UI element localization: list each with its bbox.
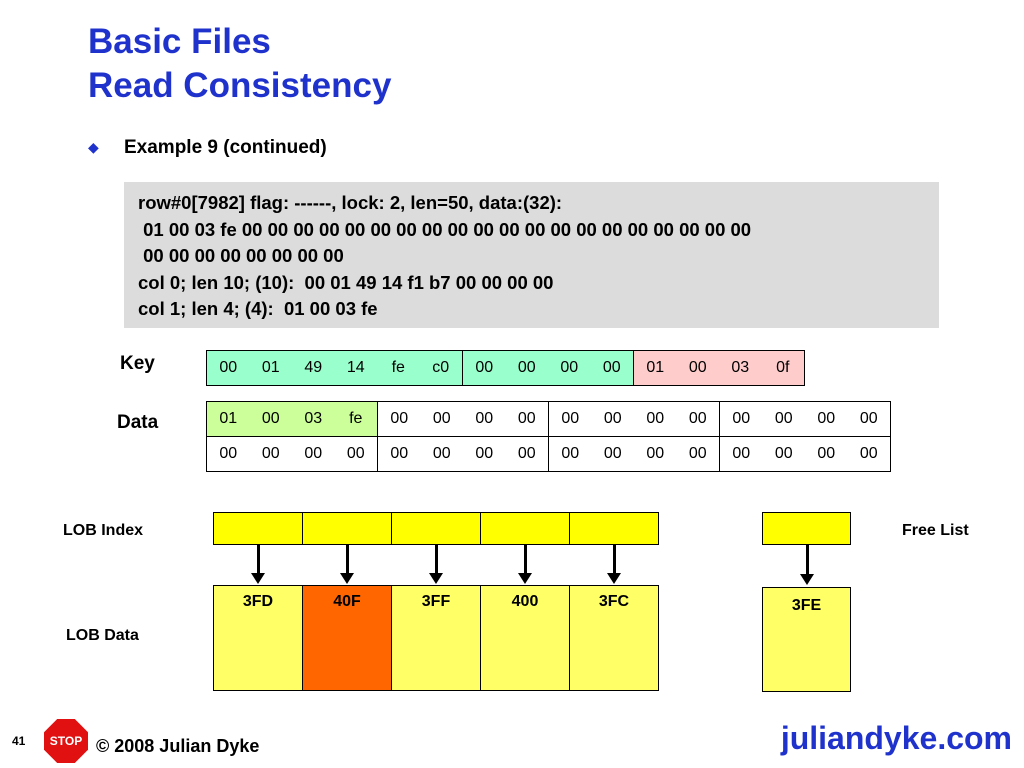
byte-cell: 01 xyxy=(249,350,292,386)
byte-cell: fe xyxy=(377,350,420,386)
byte-cell: 00 xyxy=(505,436,549,472)
byte-cell: 00 xyxy=(249,436,292,472)
byte-cell: 00 xyxy=(206,436,250,472)
stop-sign-icon[interactable]: STOP xyxy=(44,719,88,763)
byte-cell: 00 xyxy=(590,350,634,386)
lob-index-slot xyxy=(302,512,392,545)
free-list-block: 3FE xyxy=(762,587,851,692)
byte-cell: 01 xyxy=(633,350,677,386)
block-dump: row#0[7982] flag: ------, lock: 2, len=5… xyxy=(124,182,939,328)
lob-index-slot xyxy=(213,512,303,545)
lob-index-slot xyxy=(569,512,659,545)
byte-cell: 00 xyxy=(676,436,720,472)
byte-cell: 00 xyxy=(762,436,805,472)
byte-cell: 00 xyxy=(505,401,549,437)
byte-cell: 00 xyxy=(847,401,891,437)
down-arrow-icon xyxy=(428,545,443,584)
byte-cell: 00 xyxy=(634,401,677,437)
byte-cell: 03 xyxy=(292,401,335,437)
byte-cell: 00 xyxy=(292,436,335,472)
byte-cell: 00 xyxy=(548,401,592,437)
byte-cell: 00 xyxy=(505,350,548,386)
byte-cell: 00 xyxy=(805,401,848,437)
byte-cell: 49 xyxy=(292,350,335,386)
stop-label: STOP xyxy=(49,734,83,748)
byte-cell: 00 xyxy=(420,436,463,472)
lob-data-block: 3FF xyxy=(391,585,481,691)
byte-cell: 00 xyxy=(462,350,506,386)
byte-cell: 00 xyxy=(591,401,634,437)
down-arrow-icon xyxy=(799,545,814,585)
lob-data-label: LOB Data xyxy=(66,627,139,644)
copyright: © 2008 Julian Dyke xyxy=(96,736,260,756)
free-list-slot xyxy=(762,512,851,545)
dump-line: col 0; len 10; (10): 00 01 49 14 f1 b7 0… xyxy=(138,271,554,293)
key-label: Key xyxy=(120,353,155,374)
byte-cell: 00 xyxy=(719,401,763,437)
byte-cell: 00 xyxy=(249,401,292,437)
byte-cell: 00 xyxy=(762,401,805,437)
page-number: 41 xyxy=(12,734,26,748)
dump-line: col 1; len 4; (4): 01 00 03 fe xyxy=(138,298,378,319)
byte-cell: 00 xyxy=(377,436,421,472)
byte-cell: 00 xyxy=(676,350,719,386)
byte-cell: 00 xyxy=(548,350,591,386)
byte-cell: 00 xyxy=(847,436,891,472)
byte-cell: 00 xyxy=(377,401,421,437)
byte-cell: fe xyxy=(334,401,378,437)
diamond-bullet-icon: ◆ xyxy=(88,139,99,155)
down-arrow-icon xyxy=(606,545,621,584)
lob-index-slot xyxy=(480,512,570,545)
lob-data-block: 3FC xyxy=(569,585,659,691)
data-label: Data xyxy=(117,412,159,433)
dump-line: 01 00 03 fe 00 00 00 00 00 00 00 00 00 0… xyxy=(138,218,752,240)
down-arrow-icon xyxy=(517,545,532,584)
byte-cell: 00 xyxy=(634,436,677,472)
byte-cell: 00 xyxy=(334,436,378,472)
byte-cell: 00 xyxy=(206,350,250,386)
website: juliandyke.com xyxy=(780,720,1012,756)
byte-cell: 00 xyxy=(463,401,506,437)
free-list-label: Free List xyxy=(902,522,969,539)
byte-cell: 0f xyxy=(761,350,805,386)
byte-cell: 00 xyxy=(805,436,848,472)
lob-index-label: LOB Index xyxy=(63,522,144,539)
byte-cell: 00 xyxy=(591,436,634,472)
lob-data-block: 400 xyxy=(480,585,570,691)
byte-cell: 14 xyxy=(334,350,377,386)
bullet-text: Example 9 (continued) xyxy=(124,137,327,158)
slide-title: Basic Files Read Consistency xyxy=(88,20,391,108)
byte-cell: c0 xyxy=(419,350,463,386)
byte-cell: 00 xyxy=(676,401,720,437)
lob-data-block: 3FD xyxy=(213,585,303,691)
title-line-1: Basic Files xyxy=(88,22,271,61)
byte-cell: 00 xyxy=(719,436,763,472)
byte-cell: 03 xyxy=(719,350,762,386)
down-arrow-icon xyxy=(250,545,265,584)
down-arrow-icon xyxy=(339,545,354,584)
lob-data-block: 40F xyxy=(302,585,392,691)
dump-line: row#0[7982] flag: ------, lock: 2, len=5… xyxy=(138,192,563,213)
title-line-2: Read Consistency xyxy=(88,66,392,105)
byte-cell: 00 xyxy=(548,436,592,472)
byte-cell: 01 xyxy=(206,401,250,437)
byte-cell: 00 xyxy=(420,401,463,437)
byte-cell: 00 xyxy=(463,436,506,472)
lob-index-slot xyxy=(391,512,481,545)
dump-line: 00 00 00 00 00 00 00 00 xyxy=(138,245,344,266)
